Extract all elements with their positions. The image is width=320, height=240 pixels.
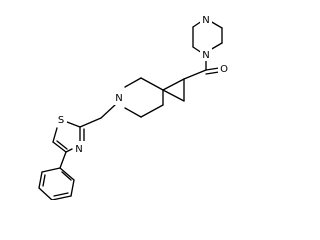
bond-piperidine-4 [140, 104, 164, 118]
bond-carbonyl-cyclopropyl [183, 69, 207, 80]
atom-carbonyl-o: O [220, 64, 228, 75]
bond-thiazole-s-c5 [52, 127, 58, 143]
bond-phenyl-6 [41, 167, 61, 173]
atom-thiazole-n: N [75, 144, 82, 155]
bond-phenyl-1 [59, 167, 75, 181]
atom-thiazole-s: S [58, 115, 64, 126]
bond-phenyl-double-1 [61, 171, 72, 181]
bond-piperidine-2 [124, 77, 142, 88]
atom-bg-n-spiro [113, 89, 125, 105]
bond-phenyl-double-2 [53, 192, 69, 197]
bond-carbonyl-o-b [205, 71, 220, 75]
bond-thiazole-c4-n [65, 148, 73, 153]
atom-spiro-n: N [115, 93, 122, 104]
atom-bg-nh [200, 12, 212, 26]
atom-bg-s [55, 112, 67, 126]
bond-thiazole-phenyl [59, 151, 67, 169]
bond-thiazole-c5-c4-a [52, 141, 67, 153]
bond-thiazole-c2-s [66, 121, 81, 128]
bond-thiazole-c5-c4-b [56, 140, 68, 150]
bond-ch2-thiazole [79, 117, 102, 128]
bond-phenyl-5 [38, 171, 43, 189]
bond-n-ch2 [100, 104, 116, 119]
bond-piperidine-3 [124, 107, 142, 118]
atom-piperazine-n: N [202, 50, 209, 61]
bonds [38, 20, 223, 200]
atom-bg-n-thiazole [73, 141, 85, 155]
bond-cyclopropane-2 [162, 89, 185, 102]
bond-phenyl-3 [51, 195, 72, 200]
molecular-structure-diagram: N N O N S N [38, 12, 230, 200]
bond-phenyl-2 [70, 179, 75, 197]
bond-phenyl-double-3 [42, 174, 46, 187]
bond-phenyl-4 [38, 187, 53, 200]
atom-bg-n-piperazine [200, 47, 212, 61]
atom-piperazine-nh: N [202, 15, 209, 26]
bond-carbonyl-o-a [205, 67, 220, 71]
bond-cyclopropane-3 [162, 78, 185, 91]
bond-piperidine-1 [140, 77, 164, 91]
atom-labels: N N O N S N [55, 12, 230, 155]
atom-bg-o [218, 61, 230, 75]
